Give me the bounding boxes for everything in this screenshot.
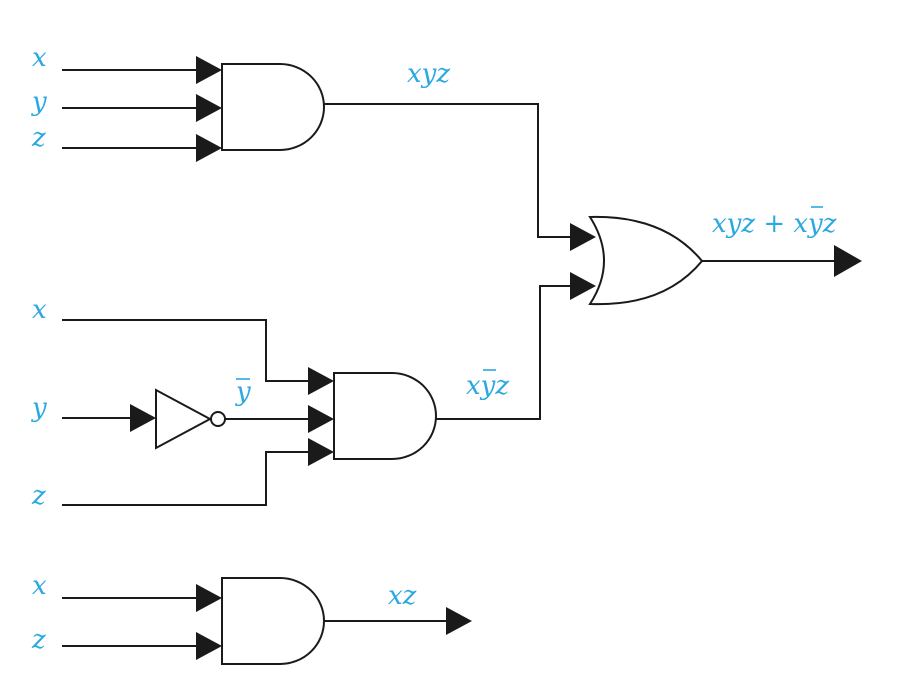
output-label-xz: xz bbox=[388, 581, 417, 611]
wire-z2 bbox=[62, 451, 310, 506]
or-gate-icon bbox=[588, 215, 704, 306]
output-label-xybarz: xyz bbox=[466, 371, 509, 401]
not-gate-icon bbox=[155, 388, 213, 450]
output-label-xyz: xyz bbox=[407, 59, 450, 89]
and-gate-xyz-group: x y z xyz bbox=[31, 43, 572, 238]
or-gate-group: xyz + xyz bbox=[570, 206, 862, 306]
wire-xyz-to-or bbox=[324, 103, 572, 238]
output-sum-part2: z bbox=[822, 209, 837, 239]
and-gate-2-icon bbox=[333, 372, 437, 460]
input-label-x1: x bbox=[32, 43, 47, 73]
output-xybarz-ybar: y bbox=[480, 371, 496, 401]
input-label-x3: x bbox=[32, 571, 47, 601]
input-label-x2: x bbox=[32, 295, 47, 325]
wire-x2 bbox=[62, 319, 310, 382]
arrow-ybar-icon bbox=[308, 405, 334, 433]
output-sum-ybar: y bbox=[807, 209, 823, 239]
wire-xybarz-to-or bbox=[436, 285, 572, 420]
and-gate-1-icon bbox=[221, 63, 325, 151]
input-label-z2: z bbox=[31, 481, 46, 511]
not-output-label: y bbox=[235, 377, 251, 407]
arrow-z2-icon bbox=[308, 438, 334, 466]
input-label-z3: z bbox=[31, 625, 46, 655]
and-gate-xz-group: x z xz bbox=[31, 571, 472, 665]
arrow-y2-icon bbox=[130, 404, 156, 432]
output-xybarz-z: z bbox=[494, 371, 509, 401]
arrow-or-in1-icon bbox=[570, 223, 596, 251]
arrow-x2-icon bbox=[308, 367, 334, 395]
arrow-or-in2-icon bbox=[570, 272, 596, 300]
input-label-y2: y bbox=[31, 393, 47, 423]
output-xybarz-x: x bbox=[466, 371, 481, 401]
arrow-xz-output-icon bbox=[446, 607, 472, 635]
arrow-x1-icon bbox=[196, 56, 222, 84]
and-gate-xybarz-group: x y z y xyz bbox=[31, 285, 572, 511]
arrow-z3-icon bbox=[196, 632, 222, 660]
output-sum-part1: xyz + x bbox=[712, 209, 808, 239]
arrow-or-output-icon bbox=[834, 245, 862, 277]
arrow-x3-icon bbox=[196, 584, 222, 612]
and-gate-3-icon bbox=[221, 577, 325, 665]
arrow-y1-icon bbox=[196, 94, 222, 122]
input-label-y1: y bbox=[31, 87, 47, 117]
not-gate-bubble-icon bbox=[210, 411, 226, 427]
input-label-z1: z bbox=[31, 123, 46, 153]
arrow-z1-icon bbox=[196, 134, 222, 162]
output-label-sum: xyz + xyz bbox=[712, 209, 837, 239]
